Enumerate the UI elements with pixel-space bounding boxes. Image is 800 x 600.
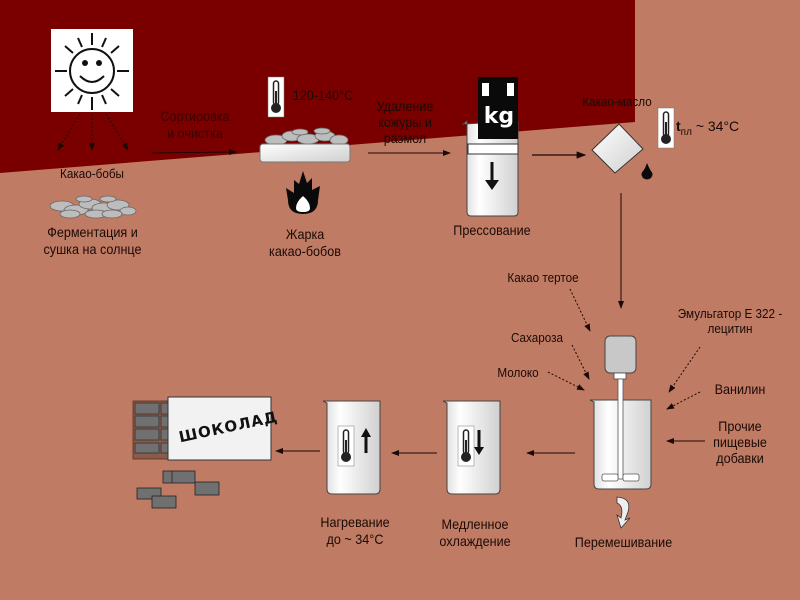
label-peeling-line3: размол (383, 130, 427, 146)
label-peeling: Удаление кожуры и размол (360, 98, 450, 146)
label-heating: Нагревание до ~ 34°C (306, 514, 405, 548)
label-roasting-temperature: 120-140°C (292, 87, 354, 103)
label-other-additives: Прочие пищевые добавки (704, 418, 776, 466)
mixer-icon (589, 335, 652, 529)
arrow-sorting (151, 149, 237, 156)
label-fermentation-line2: сушка на солнце (43, 241, 142, 257)
drop-icon (641, 163, 653, 180)
melting-point-t: t (676, 118, 681, 134)
arrow-vanillin (666, 391, 701, 410)
label-cocoa-mass: Какао тертое (507, 270, 579, 285)
arrow-sucrose (571, 344, 590, 380)
flame-icon (286, 171, 320, 214)
label-emulsifier: Эмульгатор Е 322 - лецитин (667, 306, 793, 336)
roasting-tray-icon (259, 127, 351, 163)
label-pressing: Прессование (453, 222, 531, 238)
weight-kg-label: kg (483, 104, 515, 129)
label-mixing: Перемешивание (574, 534, 673, 550)
label-roasting-line1: Жарка (285, 226, 325, 242)
label-cocoa-beans: Какао-бобы (60, 166, 124, 181)
cocoa-butter-block-icon (591, 123, 653, 180)
chocolate-pieces-icon (136, 470, 220, 509)
melting-point-subscript: пл (680, 126, 692, 138)
label-emulsifier-line2: лецитин (707, 321, 753, 336)
chocolate-bar-icon (132, 396, 272, 509)
smiling-sun-icon (51, 29, 133, 112)
label-heating-line1: Нагревание (320, 514, 390, 530)
sun-rays-arrows (57, 113, 129, 151)
label-heating-line2: до ~ 34°C (326, 531, 384, 547)
label-emulsifier-line1: Эмульгатор Е 322 - (677, 306, 783, 321)
label-sorting-line2: и очистка (167, 125, 223, 141)
label-melting-point: tпл ~ 34°C (676, 118, 739, 138)
label-other-additives-line1: Прочие (718, 418, 762, 434)
arrow-cocoa-mass (569, 288, 591, 332)
cocoa-beans-pile-icon (49, 195, 137, 219)
label-sorting-line1: Сортировка (160, 108, 230, 124)
label-roasting: Жарка какао-бобов (247, 226, 364, 260)
label-fermentation: Ферментация и сушка на солнце (27, 224, 158, 258)
label-sucrose: Сахароза (510, 330, 564, 345)
label-milk: Молоко (497, 365, 539, 380)
label-slow-cooling: Медленное охлаждение (426, 516, 525, 550)
thermometer-icon (267, 76, 285, 118)
label-other-additives-line2: пищевые (713, 434, 767, 450)
label-vanillin: Ванилин (714, 381, 766, 397)
heating-beaker-icon (322, 400, 381, 495)
cooling-beaker-icon (442, 400, 501, 495)
melting-point-value: ~ 34°C (695, 118, 740, 134)
label-fermentation-line1: Ферментация и (47, 224, 138, 240)
label-sorting: Сортировка и очистка (146, 108, 245, 142)
arrow-emulsifier (668, 346, 701, 393)
label-slow-cooling-line1: Медленное (441, 516, 509, 532)
label-other-additives-line3: добавки (716, 450, 764, 466)
label-roasting-line2: какао-бобов (269, 243, 341, 259)
label-cocoa-butter: Какао-масло (582, 94, 652, 109)
label-peeling-line1: Удаление (376, 98, 434, 114)
rotation-arrow-icon (616, 496, 631, 529)
thermometer-icon-melting (657, 107, 675, 149)
label-slow-cooling-line2: охлаждение (439, 533, 511, 549)
label-peeling-line2: кожуры и (378, 114, 432, 130)
press-icon (461, 77, 519, 217)
arrow-milk (547, 371, 585, 391)
